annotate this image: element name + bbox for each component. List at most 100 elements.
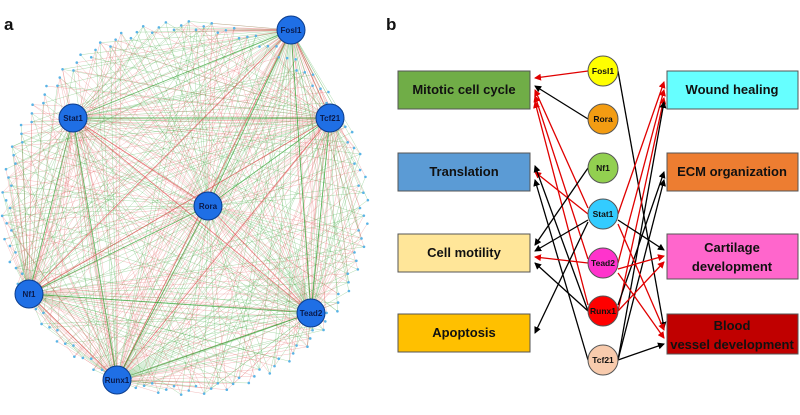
peripheral-node <box>311 73 315 76</box>
network-edge <box>62 29 292 70</box>
network-edge <box>226 312 312 390</box>
network-edge <box>72 117 197 387</box>
hub-node-fosl1: Fosl1 <box>276 15 306 45</box>
network-edge <box>28 126 346 295</box>
peripheral-node <box>172 384 176 388</box>
peripheral-node <box>75 61 79 64</box>
network-edge <box>310 74 314 314</box>
network-edge <box>143 26 209 207</box>
peripheral-node <box>89 357 93 361</box>
network-edge <box>41 29 292 325</box>
peripheral-node <box>30 120 33 124</box>
peripheral-node <box>275 45 278 48</box>
network-edge <box>11 230 312 314</box>
network-edge <box>116 200 368 381</box>
network-edge <box>73 70 209 207</box>
peripheral-node <box>323 320 327 323</box>
network-edge <box>203 26 312 314</box>
network-edge <box>28 49 96 295</box>
process-box-cell-motility: Cell motility <box>397 233 531 273</box>
peripheral-node <box>42 311 45 315</box>
network-edge <box>116 345 297 381</box>
network-edge <box>49 205 209 328</box>
network-edge <box>188 205 209 391</box>
network-edge <box>116 369 260 381</box>
peripheral-node <box>20 132 23 136</box>
network-edge <box>116 28 235 381</box>
regulation-arrow <box>617 223 665 331</box>
network-edges <box>1 21 368 395</box>
network-edge <box>116 338 311 381</box>
network-edge <box>28 293 324 331</box>
network-edge <box>116 230 359 381</box>
hub-edge <box>72 29 292 119</box>
network-edge <box>207 192 364 207</box>
network-edge <box>20 124 30 295</box>
network-edge <box>41 312 312 325</box>
peripheral-node <box>135 30 139 34</box>
network-edge <box>207 205 313 331</box>
network-edge <box>289 29 292 362</box>
peripheral-node <box>4 167 8 171</box>
peripheral-node <box>150 31 154 34</box>
regulation-arrow <box>534 171 589 215</box>
network-edge <box>144 312 312 386</box>
hub-edge <box>72 117 312 314</box>
peripheral-node <box>164 388 168 391</box>
peripheral-node <box>179 393 183 396</box>
network-edge <box>116 26 204 381</box>
network-edge <box>28 215 364 295</box>
peripheral-node <box>253 375 256 378</box>
network-edge <box>15 117 331 269</box>
network-edge <box>91 57 209 207</box>
network-edge <box>116 88 321 381</box>
network-edge <box>72 23 212 119</box>
network-edge <box>310 147 355 314</box>
network-edge <box>73 70 331 119</box>
network-edge <box>28 77 60 295</box>
network-edge <box>72 117 346 127</box>
regulation-arrow <box>617 254 665 270</box>
peripheral-node <box>303 71 307 74</box>
hub-edge <box>310 117 331 314</box>
network-edge <box>116 207 361 381</box>
network-edge <box>28 260 357 295</box>
peripheral-node <box>311 84 314 88</box>
regulation-arrow <box>617 342 665 361</box>
network-edge <box>93 312 312 370</box>
tf-node-fosl1: Fosl1 <box>587 55 619 87</box>
peripheral-node <box>254 34 258 38</box>
peripheral-node <box>179 24 183 27</box>
hub-nodes: Fosl1 Stat1 Tcf21 Rora Nf1 Tead2 <box>14 15 345 395</box>
peripheral-node <box>294 58 297 61</box>
network-edge <box>152 32 312 314</box>
network-edge <box>116 376 255 381</box>
hub-node-runx1: Runx1 <box>102 365 132 395</box>
network-edge <box>310 223 368 314</box>
regulation-arrow <box>534 221 589 334</box>
network-edge <box>116 36 248 381</box>
network-edge <box>310 111 342 314</box>
peripheral-node <box>336 309 339 313</box>
peripheral-target-nodes <box>0 20 370 396</box>
network-edge <box>269 117 331 374</box>
network-edge <box>12 146 30 295</box>
peripheral-node <box>19 123 23 127</box>
tf-label: Tead2 <box>591 258 615 268</box>
network-edge <box>121 32 209 207</box>
network-edge <box>207 205 339 295</box>
network-edge <box>28 293 153 384</box>
network-edge <box>181 25 209 207</box>
network-edge <box>28 36 248 295</box>
peripheral-node <box>237 36 241 40</box>
network-edge <box>116 70 297 381</box>
regulation-arrow <box>534 70 589 81</box>
peripheral-node <box>79 53 82 57</box>
peripheral-node <box>352 146 356 150</box>
network-edge <box>173 29 312 314</box>
process-box-apoptosis: Apoptosis <box>397 313 531 353</box>
network-edge <box>28 293 313 331</box>
peripheral-node <box>225 388 229 392</box>
tf-node-nf1: Nf1 <box>587 152 619 184</box>
